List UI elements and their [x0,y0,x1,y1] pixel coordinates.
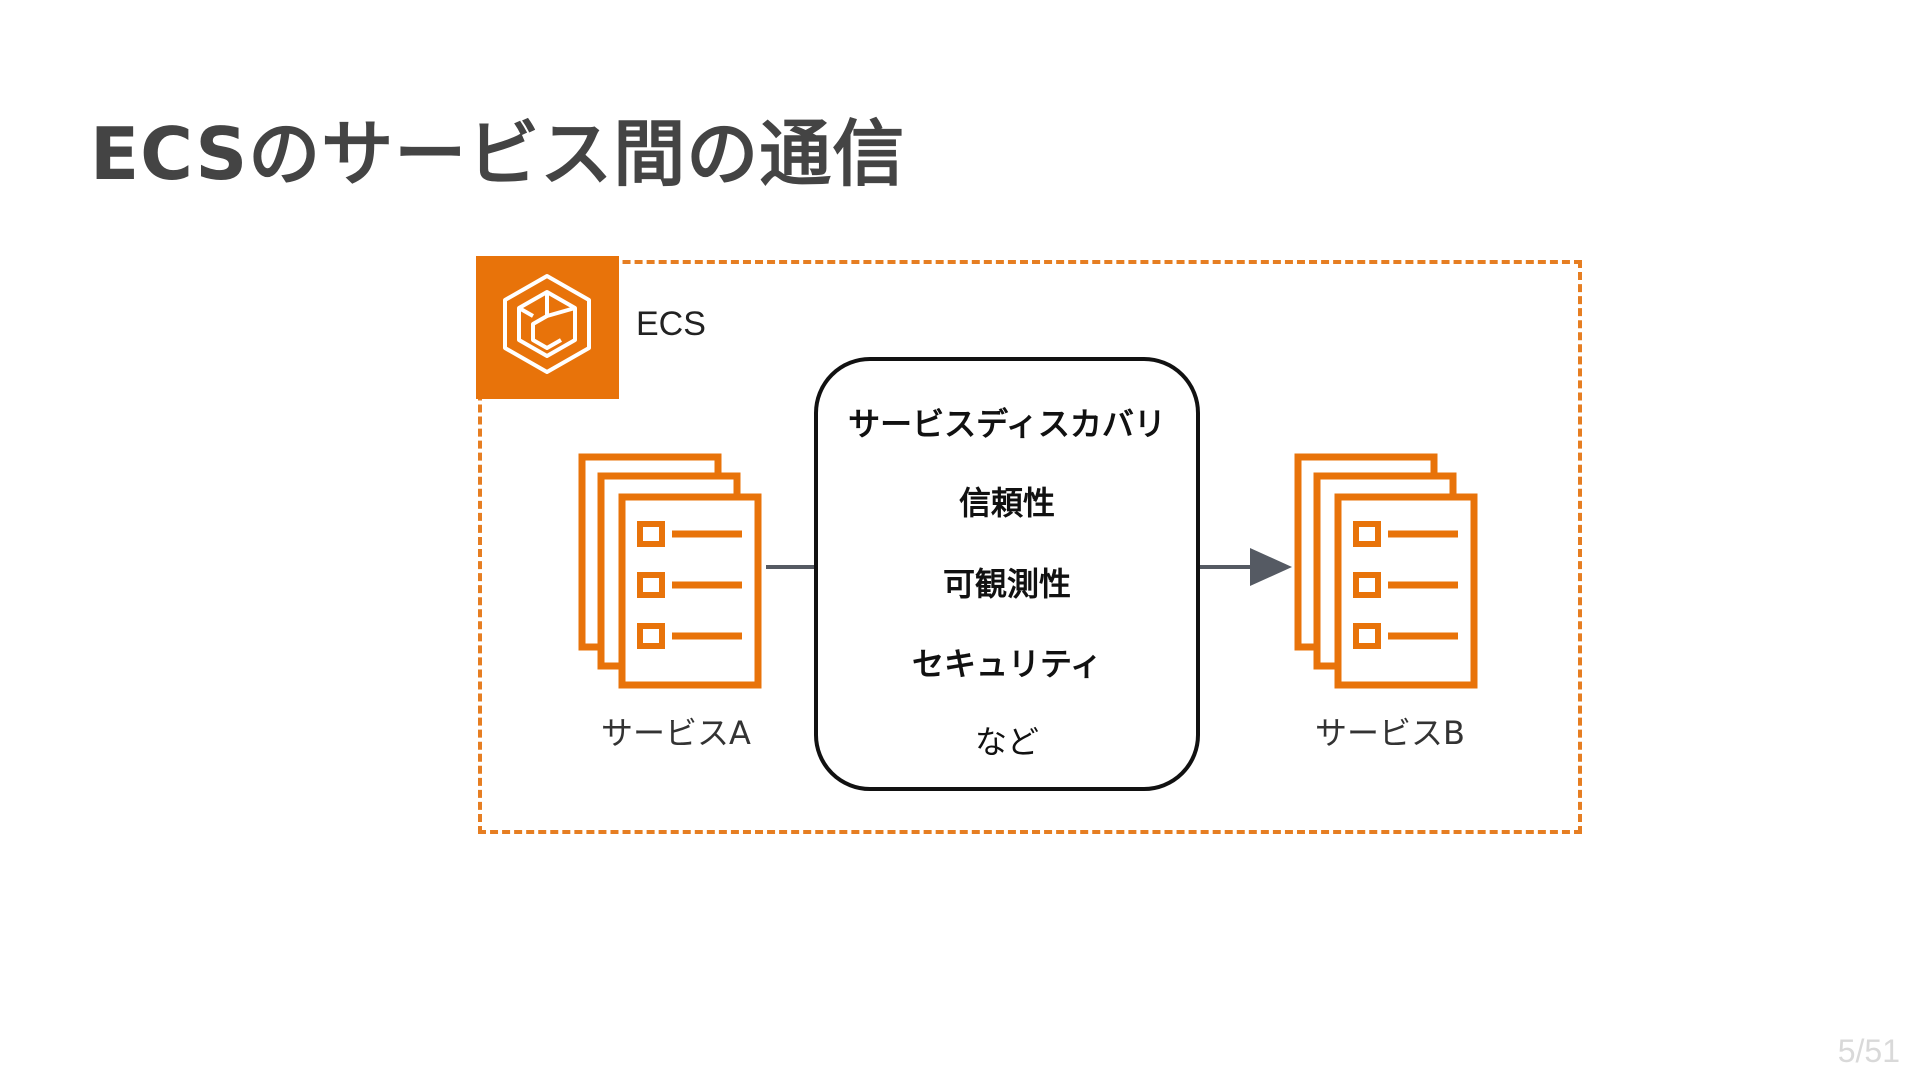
service-a-icon [572,452,768,690]
ecs-group-label: ECS [636,305,706,343]
feature-etc: など [974,723,1039,761]
feature-observability: 可観測性 [942,565,1071,603]
slide-title: ECSのサービス間の通信 [90,112,906,196]
ecs-group-boundary [478,260,1582,834]
page-number: 5/51 [1837,1033,1900,1069]
service-b-icon [1288,452,1484,690]
service-a-label: サービスA [601,714,751,752]
feature-security: セキュリティ [911,645,1103,683]
service-mesh-box: サービスディスカバリ 信頼性 可観測性 セキュリティ など [814,357,1200,791]
ecs-icon [476,256,619,399]
feature-reliability: 信頼性 [958,484,1055,522]
service-b-label: サービスB [1315,714,1465,752]
feature-service-discovery: サービスディスカバリ [848,405,1166,443]
